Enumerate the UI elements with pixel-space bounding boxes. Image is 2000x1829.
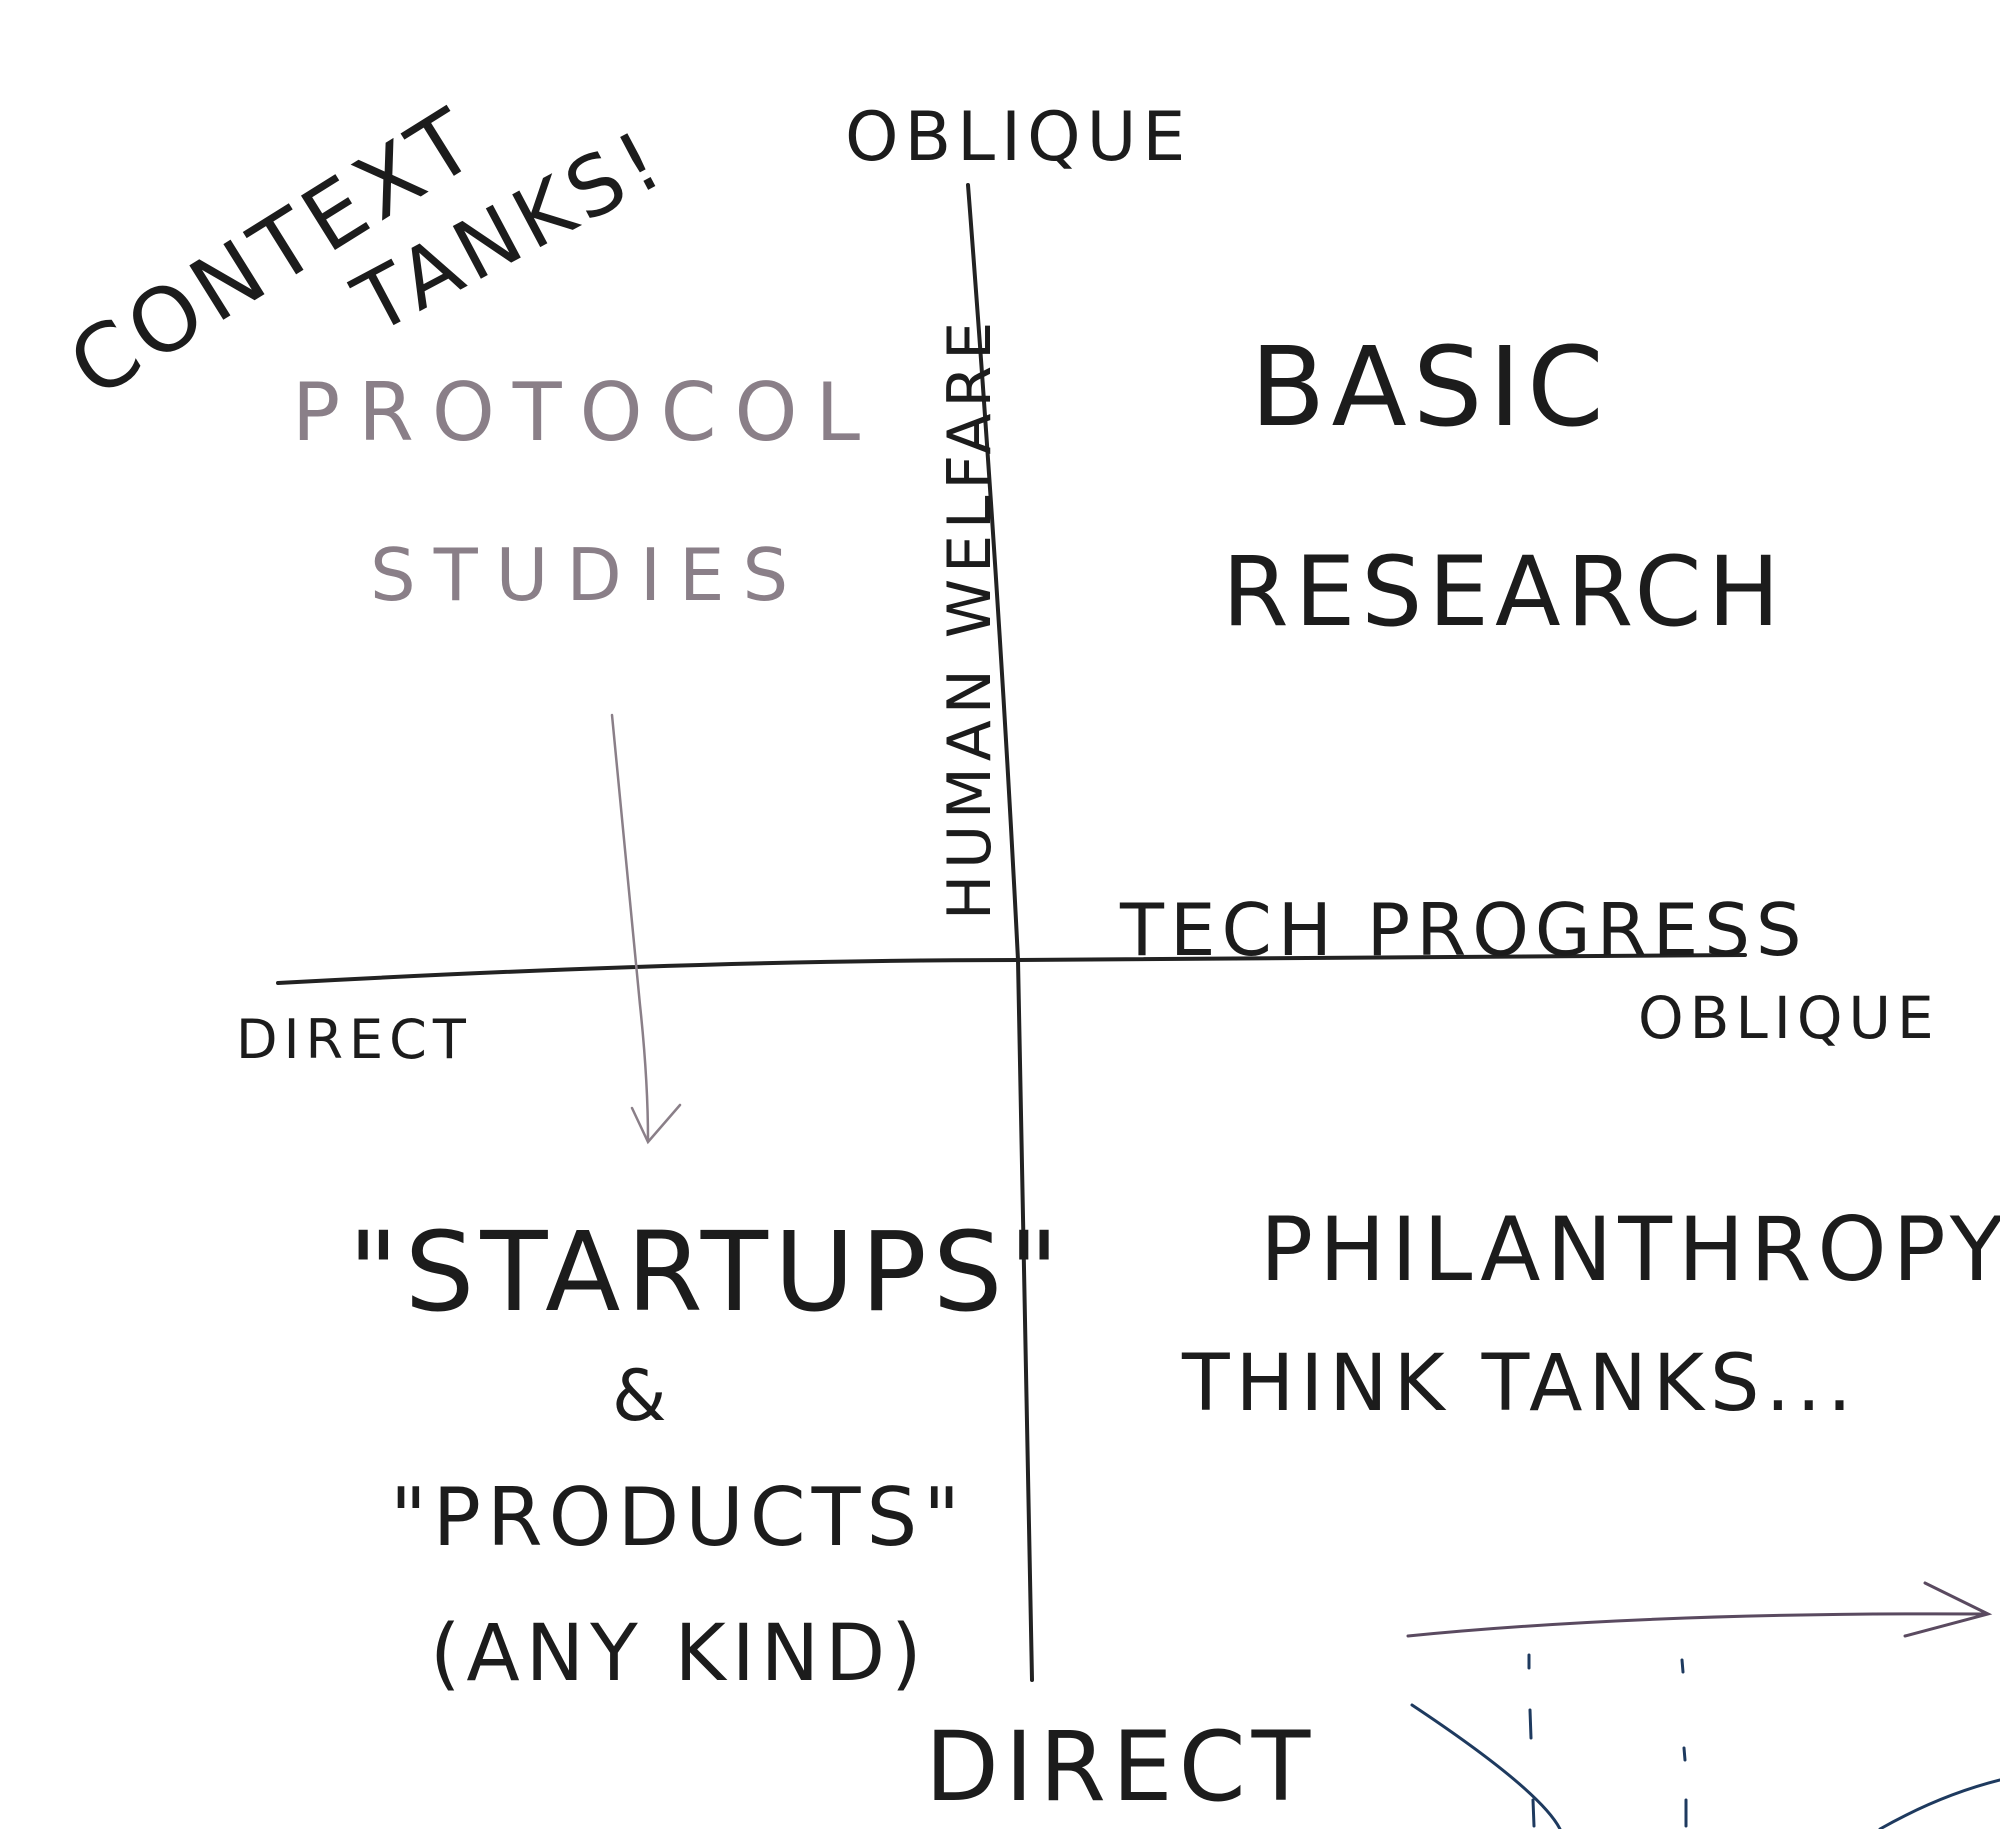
tech-progress-label: TECH PROGRESS — [1119, 888, 1808, 972]
basic-label: BASIC — [1250, 323, 1610, 451]
partial-navy-curve-right — [1878, 1778, 2000, 1829]
bottom-axis-label: DIRECT — [925, 1711, 1316, 1823]
partial-navy-curve — [1410, 1703, 1562, 1829]
startups-label: "STARTUPS" — [348, 1208, 1065, 1336]
partial-purple-arrow-head — [1903, 1581, 1993, 1638]
partial-purple-arrow — [1406, 1612, 1987, 1638]
any-kind-label: (ANY KIND) — [430, 1609, 928, 1699]
protocol-arrow-head — [630, 1103, 682, 1145]
horizontal-axis-line — [276, 953, 1747, 985]
ampersand-label: & — [612, 1355, 673, 1437]
protocol-faded-label: PROTOCOL — [292, 366, 878, 459]
philanthropy-label: PHILANTHROPY, — [1260, 1198, 2000, 1301]
protocol-to-startups-arrow — [610, 713, 650, 1142]
top-axis-label: OBLIQUE — [845, 98, 1191, 177]
products-label: "PRODUCTS" — [390, 1471, 966, 1564]
research-label: RESEARCH — [1222, 536, 1786, 648]
think-tanks-label: THINK TANKS... — [1181, 1339, 1858, 1429]
studies-faded-label: STUDIES — [370, 533, 806, 617]
right-axis-label: OBLIQUE — [1638, 984, 1940, 1052]
partial-dashed-markers — [1527, 1653, 1688, 1828]
human-welfare-label: HUMAN WELFARE — [935, 316, 1005, 920]
left-axis-label: DIRECT — [236, 1008, 472, 1071]
